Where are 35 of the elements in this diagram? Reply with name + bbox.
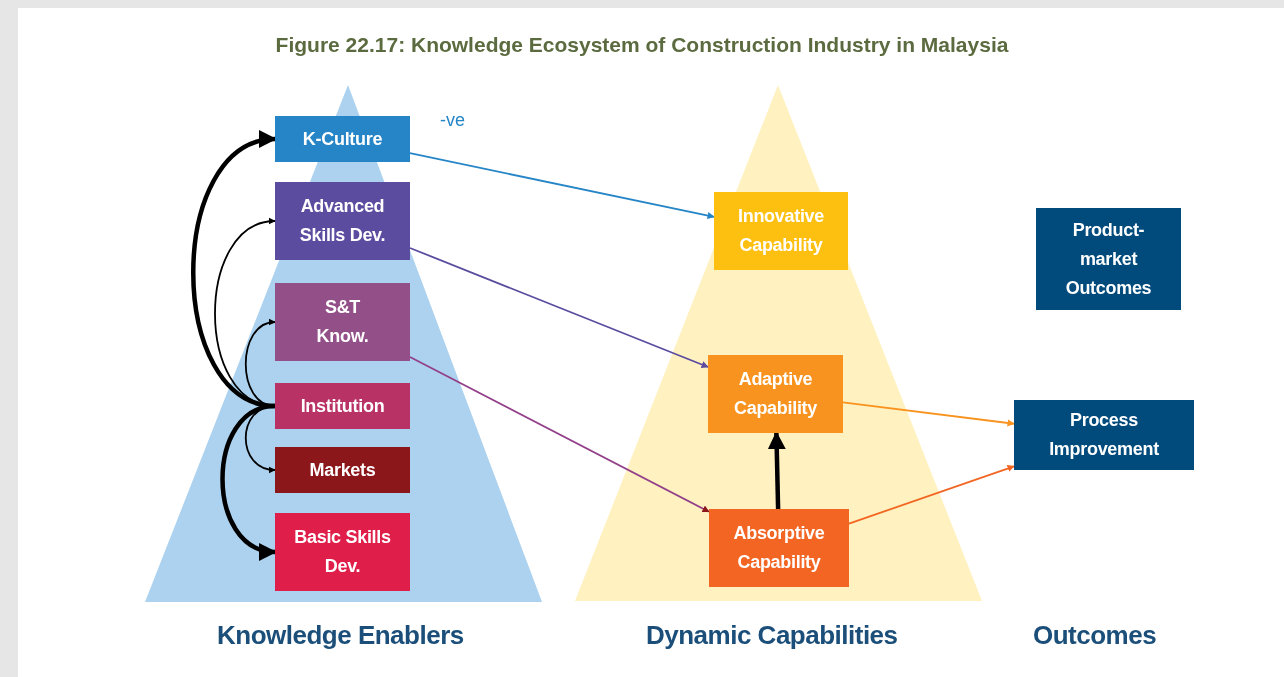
capability-box	[714, 192, 848, 270]
box-label: K-Culture	[302, 127, 383, 151]
box-label: Product-market Outcomes	[1064, 218, 1153, 300]
arrow	[244, 319, 276, 407]
capability-box	[275, 283, 410, 361]
capability-box	[275, 383, 410, 429]
box-label: Advanced Skills Dev.	[298, 195, 387, 247]
arrow	[409, 152, 715, 220]
box-label: Adaptive Capability	[733, 368, 818, 420]
capability-box	[709, 509, 849, 587]
arrow	[767, 431, 786, 510]
arrow	[191, 133, 277, 409]
capability-box	[708, 355, 843, 433]
arrow	[848, 465, 1015, 525]
arrow	[409, 247, 709, 368]
box-label: Basic Skills Dev.	[293, 526, 392, 578]
arrow	[409, 356, 710, 513]
capability-box	[275, 513, 410, 591]
box-label: Institution	[300, 394, 385, 418]
figure-title: Figure 22.17: Knowledge Ecosystem of Construction Industry in Malaysia	[274, 33, 1010, 57]
column-heading: Knowledge Enablers	[217, 620, 464, 651]
box-label: Process Improvement	[1048, 409, 1160, 461]
box-label: Innovative Capability	[737, 205, 825, 257]
capability-box	[275, 116, 410, 162]
capability-box	[275, 182, 410, 260]
column-heading: Outcomes	[1033, 620, 1157, 651]
capability-box	[1014, 400, 1194, 470]
arrow	[842, 401, 1015, 427]
box-label: Markets	[309, 458, 376, 482]
capability-box	[1036, 208, 1181, 310]
box-label: S&T Know.	[315, 296, 370, 348]
column-heading: Dynamic Capabilities	[646, 620, 898, 651]
box-label: Absorptive Capability	[732, 522, 826, 574]
capability-box	[275, 447, 410, 493]
arrow	[220, 403, 277, 558]
